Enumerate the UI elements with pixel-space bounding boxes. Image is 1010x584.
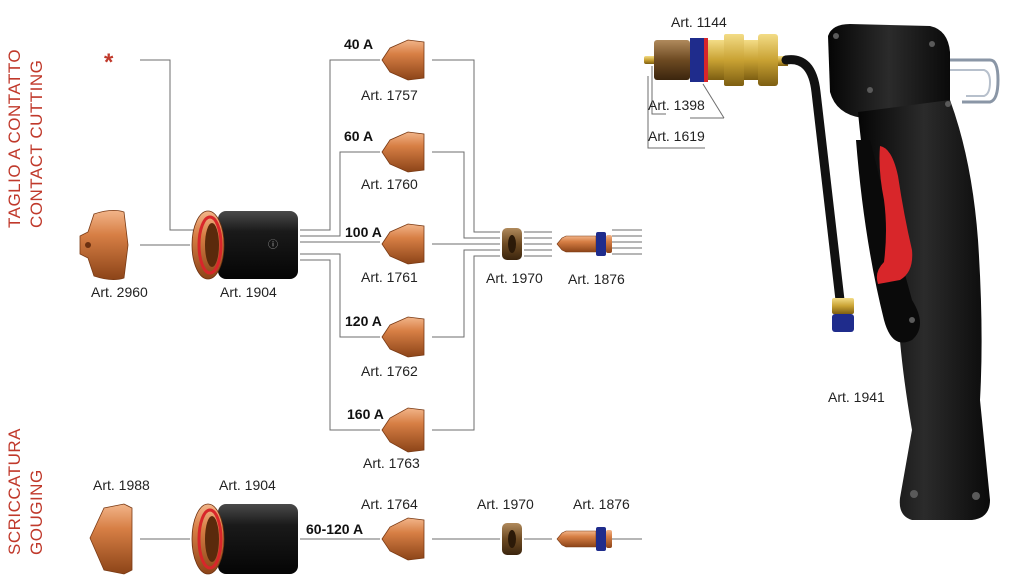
label-art-1904-gouging: Art. 1904 bbox=[219, 477, 276, 493]
nozzle-1988: Art. 1988 bbox=[89, 477, 150, 575]
tip-1762: 120 A Art. 1762 bbox=[345, 313, 425, 379]
section-title-gouging: SCRICCATURA GOUGING bbox=[5, 428, 46, 555]
label-art-1876-gouging: Art. 1876 bbox=[573, 496, 630, 512]
electrode-1876-cutting: Art. 1876 bbox=[556, 232, 625, 287]
tip-label-1762: Art. 1762 bbox=[361, 363, 418, 379]
tip-amps-40: 40 A bbox=[344, 36, 373, 52]
cutting-title-line1: TAGLIO A CONTATTO bbox=[5, 49, 24, 228]
tip-1763: 160 A Art. 1763 bbox=[347, 406, 425, 471]
tip-label-1757: Art. 1757 bbox=[361, 87, 418, 103]
diffuser-1970-gouging: Art. 1970 bbox=[477, 496, 534, 555]
holder-1904-cutting: ⓘ Art. 1904 bbox=[191, 210, 298, 300]
label-art-1144: Art. 1144 bbox=[671, 14, 727, 30]
tip-amps-120: 120 A bbox=[345, 313, 382, 329]
label-art-1941: Art. 1941 bbox=[828, 389, 885, 405]
tip-label-1760: Art. 1760 bbox=[361, 176, 418, 192]
nozzle-2960: Art. 2960 bbox=[79, 210, 148, 300]
tip-1757: 40 A Art. 1757 bbox=[344, 36, 425, 103]
label-art-2960: Art. 2960 bbox=[91, 284, 148, 300]
label-art-1619: Art. 1619 bbox=[648, 128, 705, 144]
gouging-title-line2: GOUGING bbox=[27, 469, 46, 555]
tip-amps-60: 60 A bbox=[344, 128, 373, 144]
tip-label-1763: Art. 1763 bbox=[363, 455, 420, 471]
torch-body-1941: Art. 1941 bbox=[828, 24, 1000, 520]
label-art-1764: Art. 1764 bbox=[361, 496, 418, 512]
label-art-1988: Art. 1988 bbox=[93, 477, 150, 493]
tip-label-1761: Art. 1761 bbox=[361, 269, 418, 285]
label-art-1398: Art. 1398 bbox=[648, 97, 705, 113]
section-title-cutting: TAGLIO A CONTATTO CONTACT CUTTING bbox=[5, 49, 46, 228]
label-art-1970-cutting: Art. 1970 bbox=[486, 270, 543, 286]
holder-1904-gouging: Art. 1904 bbox=[191, 477, 298, 575]
connector-1144: Art. 1144 Art. 1398 Art. 1619 bbox=[644, 14, 788, 149]
tip-1761: 100 A Art. 1761 bbox=[345, 223, 425, 285]
tip-amps-100: 100 A bbox=[345, 224, 382, 240]
torch-hose bbox=[781, 55, 854, 332]
gouging-amps: 60-120 A bbox=[306, 521, 363, 537]
tip-amps-160: 160 A bbox=[347, 406, 384, 422]
connector-lines-cutting bbox=[140, 59, 642, 431]
label-art-1970-gouging: Art. 1970 bbox=[477, 496, 534, 512]
svg-text:ⓘ: ⓘ bbox=[268, 239, 278, 251]
label-art-1876-cutting: Art. 1876 bbox=[568, 271, 625, 287]
tip-1764: Art. 1764 bbox=[361, 496, 425, 561]
tip-1760: 60 A Art. 1760 bbox=[344, 128, 425, 192]
cutting-title-line2: CONTACT CUTTING bbox=[27, 60, 46, 228]
label-art-1904-cutting: Art. 1904 bbox=[220, 284, 277, 300]
electrode-1876-gouging: Art. 1876 bbox=[556, 496, 630, 551]
diffuser-1970-cutting: Art. 1970 bbox=[486, 228, 543, 286]
gouging-title-line1: SCRICCATURA bbox=[5, 428, 24, 555]
asterisk-note: * bbox=[104, 49, 114, 76]
